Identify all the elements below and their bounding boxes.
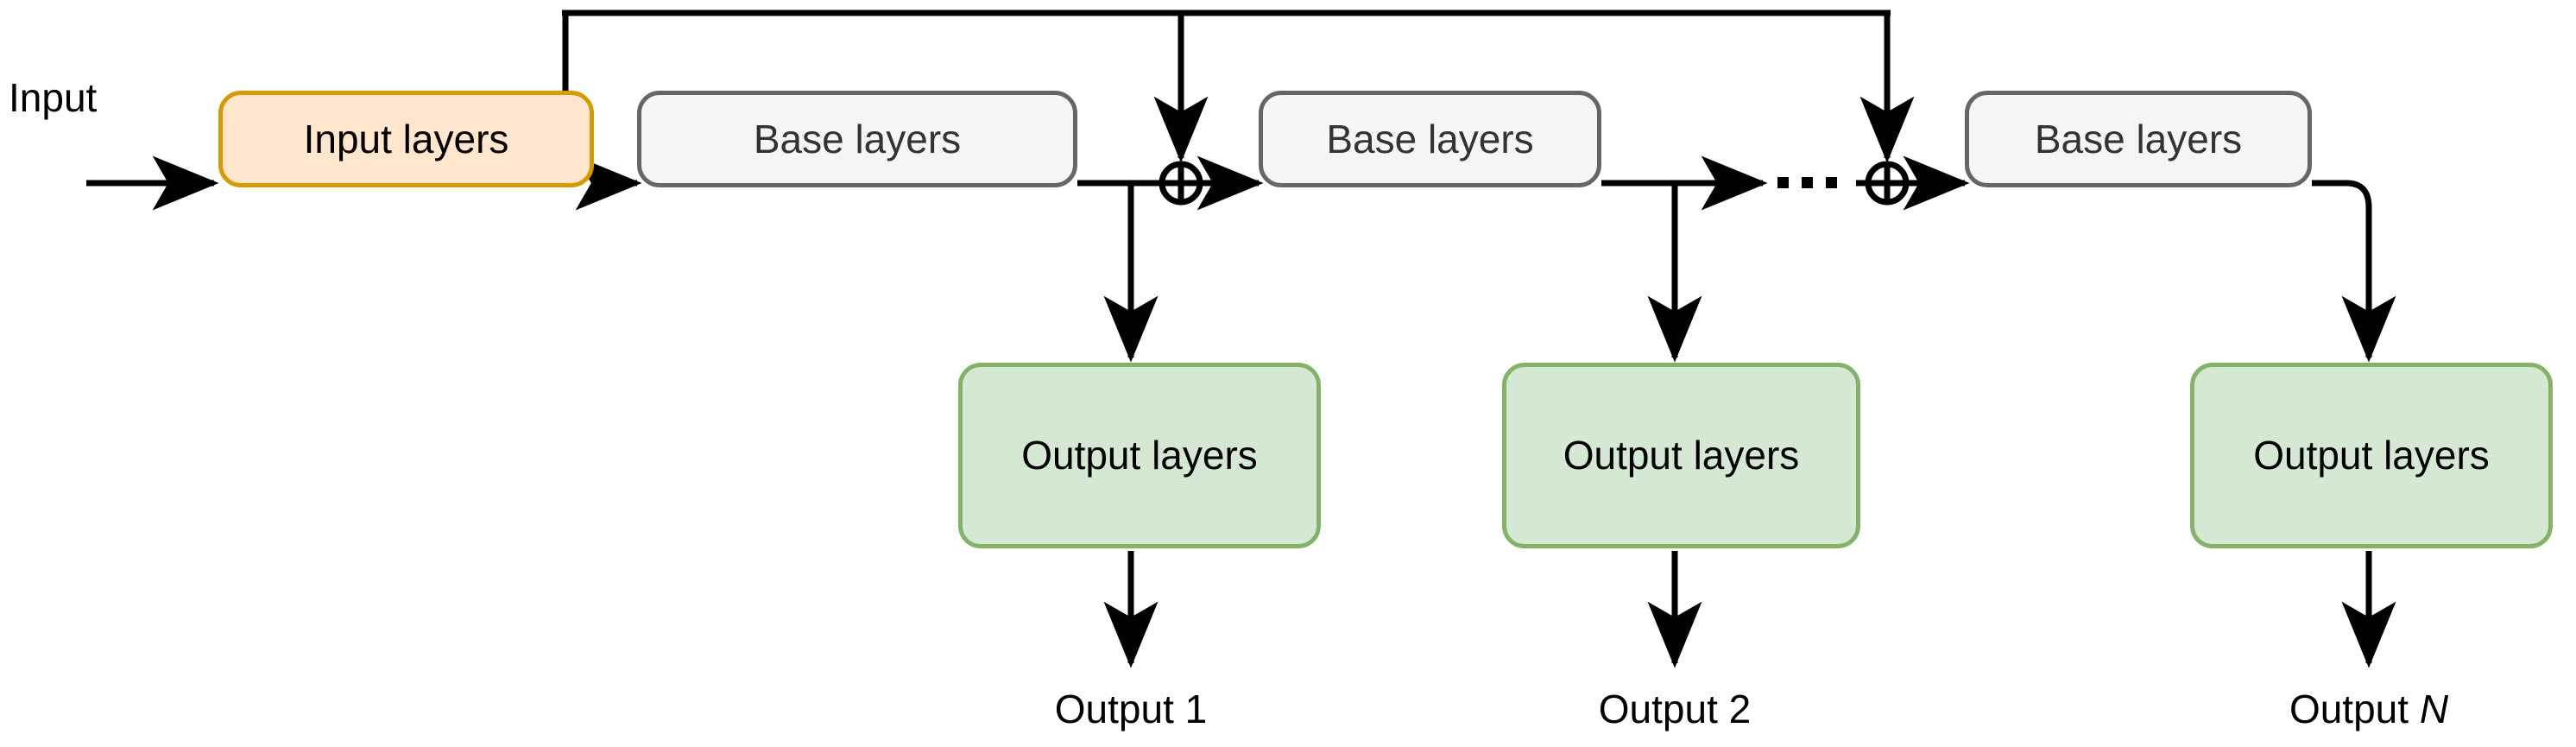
output-1-terminal-label: Output 1	[1054, 687, 1208, 731]
output-n-terminal-index: N	[2419, 687, 2449, 731]
base-layers-block-n[interactable]: Base layers	[1965, 91, 2312, 187]
add-operator-1-icon	[1159, 161, 1203, 206]
output-n-terminal-prefix: Output	[2289, 687, 2420, 731]
base-layers-label-n: Base layers	[2034, 116, 2243, 161]
output-layers-label-2: Output layers	[1563, 433, 1800, 478]
base-layers-label-2: Base layers	[1326, 116, 1534, 161]
base-layers-block-1[interactable]: Base layers	[637, 91, 1077, 187]
input-layers-block[interactable]: Input layers	[218, 91, 594, 187]
ellipsis-icon	[1777, 177, 1837, 188]
base-layers-block-2[interactable]: Base layers	[1259, 91, 1601, 187]
output-layers-block-2[interactable]: Output layers	[1502, 363, 1860, 548]
output-n-terminal-label: Output N	[2289, 689, 2448, 729]
input-terminal-label: Input	[9, 75, 98, 120]
output-layers-block-n[interactable]: Output layers	[2190, 363, 2553, 548]
output-layers-label-1: Output layers	[1021, 433, 1258, 478]
edge-base-n-to-output-layers-n	[2312, 180, 2396, 363]
output-layers-label-n: Output layers	[2253, 433, 2490, 478]
add-operator-2-icon	[1865, 161, 1910, 206]
output-2-terminal-label: Output 2	[1598, 687, 1752, 731]
base-layers-label-1: Base layers	[753, 116, 962, 161]
input-layers-label: Input layers	[303, 116, 509, 161]
output-layers-block-1[interactable]: Output layers	[958, 363, 1321, 548]
